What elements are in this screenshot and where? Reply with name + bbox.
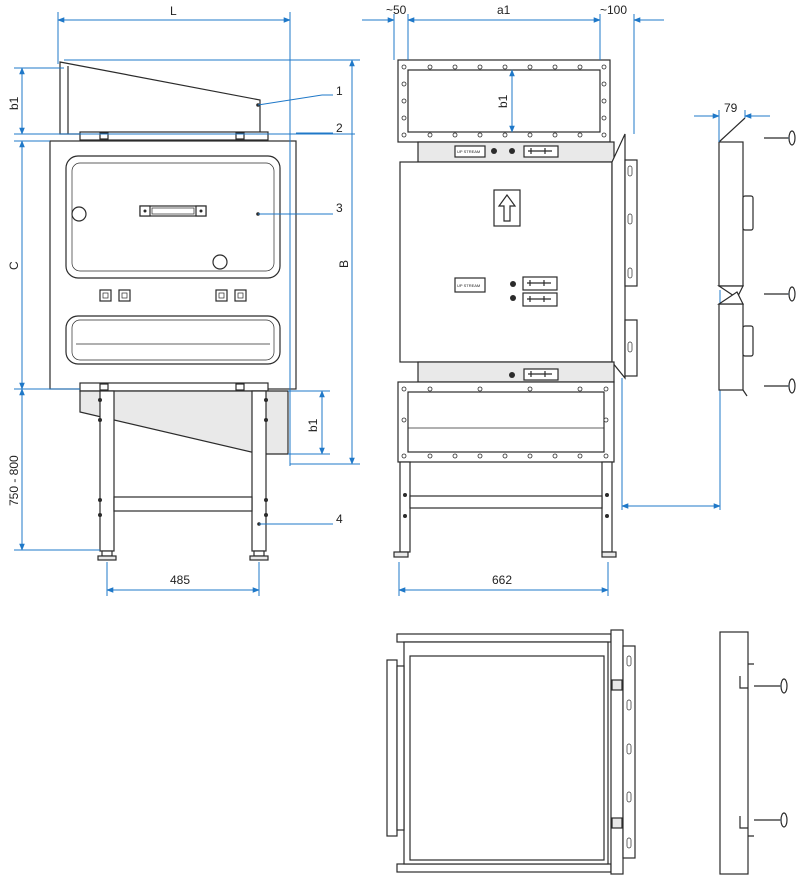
dim-L: L [170,4,177,18]
callout-1: 1 [336,84,343,98]
top-view-frame [396,633,612,643]
dim-b1-side: b1 [496,94,510,108]
svg-text:UP STREAM: UP STREAM [457,149,480,154]
key-bottom [764,378,796,394]
front-leg-right [251,390,267,552]
front-view [49,61,297,561]
front-canopy-bracket [79,131,269,141]
dim-leg-height: 750 - 800 [7,455,21,506]
callout-2: 2 [336,121,343,135]
side-leg-right [601,461,613,553]
side-view: UP STREAM UP STREAM [393,59,638,558]
front-leg-left [99,390,115,552]
front-lower-window [65,315,281,365]
dim-b1-lower: b1 [306,418,320,432]
door-detail-view: 79 [694,101,796,397]
callout-4: 4 [336,512,343,526]
door-detail-lower [718,303,744,391]
svg-text:UP STREAM: UP STREAM [457,283,480,288]
front-dimensions: L b1 C 750 - 800 B b1 485 1 2 3 4 [7,4,360,596]
callout-3: 3 [336,201,343,215]
dim-b1-left: b1 [7,96,21,110]
door-detail-upper [718,141,744,287]
dim-79: 79 [724,101,738,115]
dim-a1: a1 [497,3,511,17]
dim-485: 485 [170,573,190,587]
top-key-lower [754,812,788,828]
side-door [611,133,626,380]
dim-B: B [337,260,351,268]
front-upper-window [65,155,281,279]
dim-C: C [7,261,21,270]
front-canopy [59,61,261,135]
dim-662: 662 [492,573,512,587]
top-key-upper [754,678,788,694]
key-top [764,130,796,146]
top-door-detail [719,631,788,875]
top-view [386,629,636,875]
dim-approx-50: ~50 [386,3,407,17]
dim-approx-100: ~100 [600,3,627,17]
key-middle [764,286,796,302]
top-door-panel [719,631,749,875]
side-dimensions: ~50 a1 ~100 b1 662 [362,3,721,596]
side-leg-left [399,461,411,553]
